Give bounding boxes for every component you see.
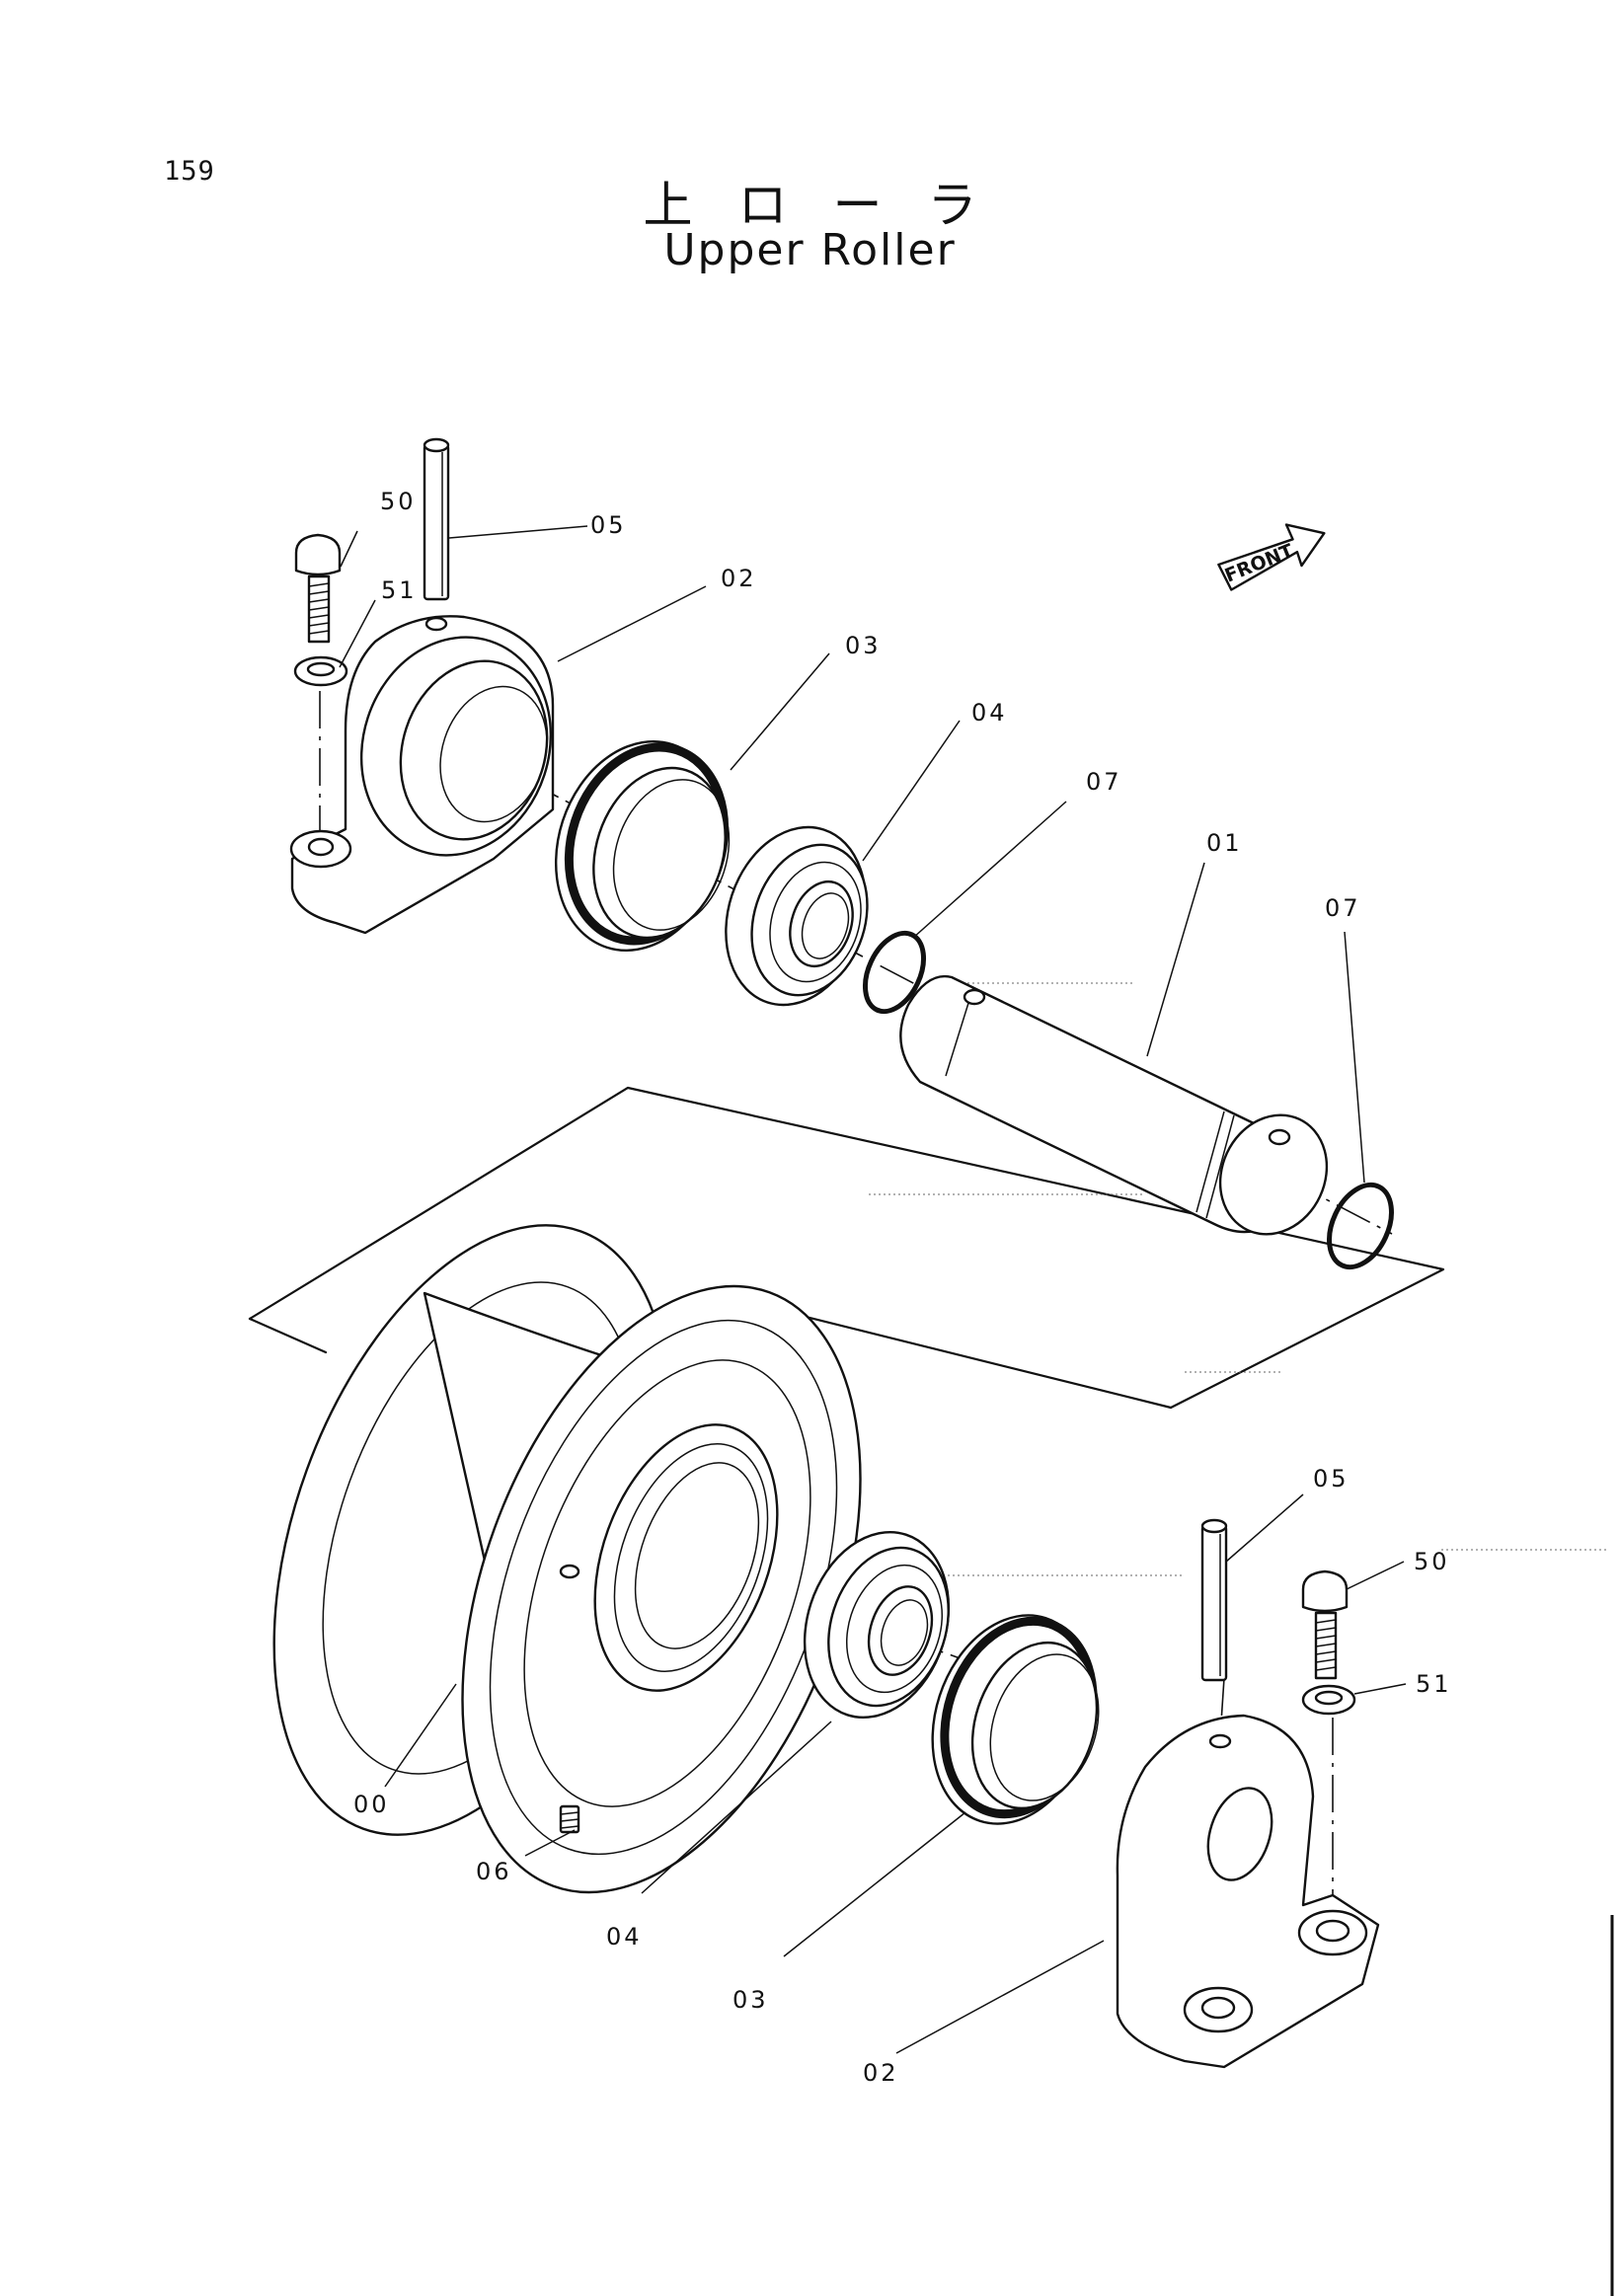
front-label: FRONT (1222, 540, 1297, 587)
part-label: 05 (590, 511, 627, 539)
assembly-plane-outline (248, 1086, 1445, 1410)
part-label: 02 (721, 565, 757, 592)
washer-bottom (1301, 1684, 1356, 1716)
bracket-bottom (1116, 1714, 1380, 2069)
part-label: 05 (1313, 1465, 1350, 1492)
shaft (899, 974, 1329, 1236)
bracket-top (289, 615, 555, 935)
snap-ring-left (862, 930, 927, 1015)
part-label: 07 (1325, 894, 1361, 922)
part-label: 03 (845, 632, 882, 659)
snap-ring-right (1327, 1182, 1394, 1270)
seal-ring-bottom (931, 1614, 1100, 1825)
washer-top (293, 655, 348, 687)
page-title: Upper Roller (663, 225, 957, 275)
front-direction-marker: FRONT (1217, 523, 1326, 591)
part-label: 03 (733, 1986, 769, 2014)
bolt-top (294, 533, 342, 644)
page-title-japanese: 上ローラ (643, 177, 1023, 234)
leader-lines (339, 525, 1407, 2054)
bearing-top (725, 825, 869, 1007)
bolt-bottom (1301, 1569, 1349, 1680)
part-label: 07 (1086, 768, 1122, 796)
part-label: 04 (606, 1923, 643, 1951)
part-label: 01 (1206, 829, 1243, 857)
part-label: 50 (380, 488, 417, 515)
arrow-right-icon (1217, 523, 1326, 591)
part-label: 51 (1416, 1670, 1452, 1698)
part-label: 04 (971, 699, 1008, 727)
pin-top (423, 437, 450, 601)
plug (559, 1804, 580, 1834)
part-label: 02 (863, 2059, 899, 2087)
page-number: 159 (164, 156, 215, 187)
seal-ring-top (554, 740, 731, 952)
part-labels: 50 05 51 02 03 04 07 01 07 05 50 51 00 0… (353, 488, 1452, 2087)
pin-bottom (1200, 1518, 1228, 1682)
part-label: 50 (1414, 1548, 1450, 1575)
part-label: 51 (381, 576, 418, 604)
part-label: 00 (353, 1791, 390, 1818)
bearing-bottom (803, 1530, 951, 1720)
roller-body (272, 1224, 862, 1894)
part-label: 06 (476, 1858, 512, 1885)
